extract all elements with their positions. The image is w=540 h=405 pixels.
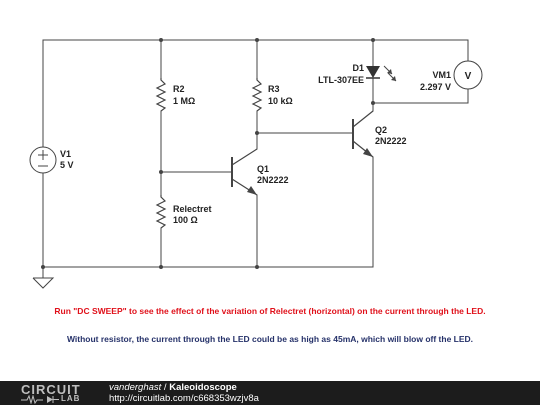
r3-resistor-symbol [251, 78, 263, 112]
d1-led-symbol [366, 65, 397, 82]
q2-transistor-symbol [352, 110, 374, 158]
logo-text-lab: LAB [61, 394, 81, 403]
led-current-warning: Without resistor, the current through th… [66, 334, 474, 344]
r2-ref: R2 [173, 84, 185, 94]
q1-transistor-symbol [231, 148, 258, 196]
project-title-link[interactable]: Kaleoidoscope [169, 382, 237, 393]
r3-ref: R3 [268, 84, 280, 94]
circuit-schematic: V1 5 V R2 1 MΩ R3 10 kΩ Relectret 100 Ω … [29, 38, 483, 289]
q1-part: 2N2222 [257, 175, 289, 185]
junction-dot [255, 265, 259, 269]
author-link[interactable]: vanderghast [109, 382, 162, 393]
vm1-symbol: V [465, 71, 472, 82]
junction-dot [41, 265, 45, 269]
relectret-value: 100 Ω [173, 215, 198, 225]
v1-source-symbol [29, 146, 57, 174]
circuit-meta: vanderghast / Kaleoidoscope http://circu… [109, 382, 259, 404]
r3-value: 10 kΩ [268, 96, 293, 106]
q2-part: 2N2222 [375, 136, 407, 146]
junction-dot [371, 101, 375, 105]
circuitlab-logo[interactable]: CIRCUIT LAB [21, 382, 97, 404]
q1-ref: Q1 [257, 164, 269, 174]
junction-dot [159, 265, 163, 269]
ground-icon [32, 277, 55, 289]
d1-ref: D1 [352, 63, 364, 73]
junction-dot [159, 38, 163, 42]
r2-value: 1 MΩ [173, 96, 195, 106]
q2-ref: Q2 [375, 125, 387, 135]
vm1-reading: 2.297 V [420, 82, 451, 92]
logo-text-circuit: CIRCUIT [21, 382, 81, 397]
relectret-resistor-symbol [155, 195, 167, 229]
relectret-ref: Relectret [173, 204, 212, 214]
r2-resistor-symbol [155, 78, 167, 112]
title-separator: / [161, 382, 170, 393]
v1-ref: V1 [60, 149, 71, 159]
junction-dot [159, 170, 163, 174]
footer-bar: CIRCUIT LAB vanderghast / Kaleoidoscope … [0, 381, 540, 405]
vm1-ref: VM1 [432, 70, 451, 80]
vm1-voltmeter-symbol: V [453, 60, 483, 90]
junction-dot [255, 131, 259, 135]
logo-waveform-icon [21, 395, 59, 404]
junction-dot [255, 38, 259, 42]
d1-part: LTL-307EE [318, 75, 364, 85]
circuit-title-line: vanderghast / Kaleoidoscope [109, 382, 259, 393]
junction-dot [371, 38, 375, 42]
dc-sweep-instruction: Run "DC SWEEP" to see the effect of the … [54, 306, 486, 316]
v1-value: 5 V [60, 160, 74, 170]
circuit-url-link[interactable]: http://circuitlab.com/c668353wzjv8a [109, 393, 259, 404]
